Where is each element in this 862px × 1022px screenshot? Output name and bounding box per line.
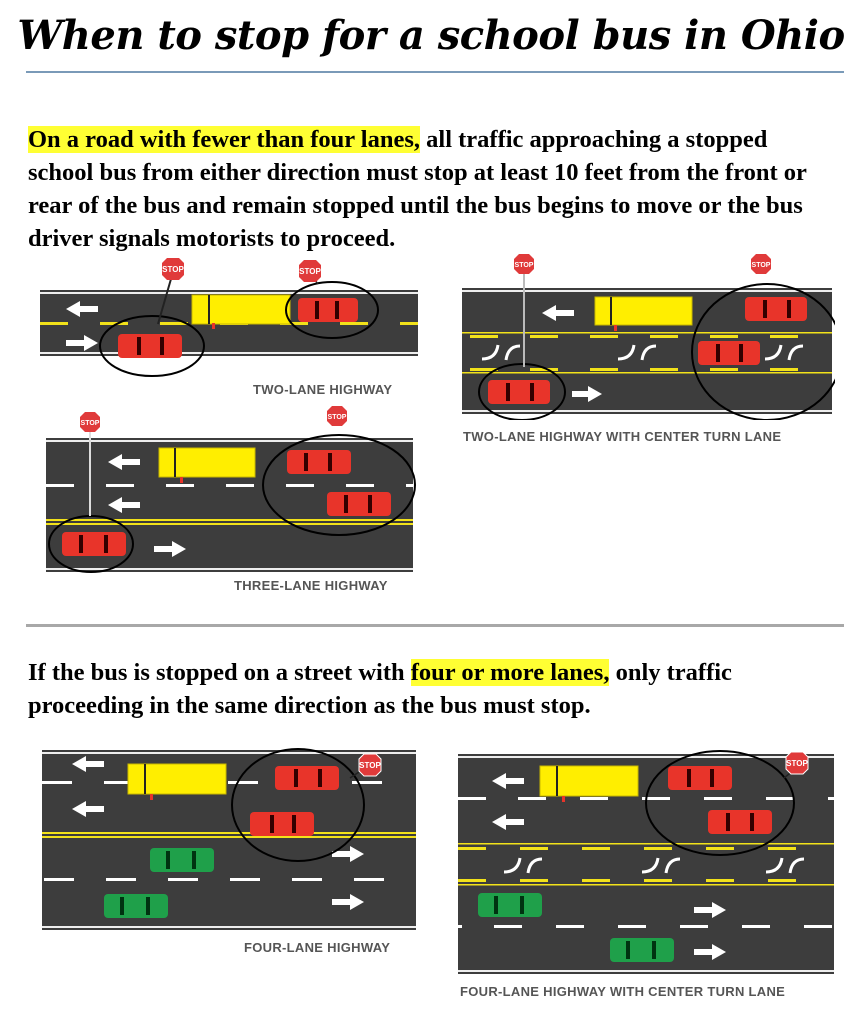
turn-arrows-icon	[617, 344, 657, 361]
moving-car-icon	[150, 848, 214, 872]
stopped-car-icon	[62, 532, 126, 556]
section-divider	[26, 624, 844, 627]
arrow-right-icon	[332, 894, 364, 910]
stopped-car-icon	[287, 450, 351, 474]
stopped-car-icon	[708, 810, 772, 834]
svg-text:STOP: STOP	[786, 759, 808, 768]
arrow-right-icon	[332, 846, 364, 862]
svg-text:STOP: STOP	[359, 761, 381, 770]
stopped-car-icon	[250, 812, 314, 836]
title-divider	[26, 71, 844, 73]
rule-four-or-more-lanes: If the bus is stopped on a street with f…	[28, 659, 732, 719]
page-title: When to stop for a school bus in Ohio	[17, 12, 845, 59]
arrow-left-icon	[542, 305, 574, 321]
arrow-left-icon	[72, 801, 104, 817]
turn-arrows-icon	[764, 344, 804, 361]
diagram-four-lane-highway: STOP	[42, 748, 417, 933]
arrow-left-icon	[66, 301, 98, 317]
caption-two-lane-highway: TWO-LANE HIGHWAY	[253, 382, 393, 397]
arrow-right-icon	[66, 335, 98, 351]
stop-sign-icon: STOP	[785, 751, 809, 775]
diagram-three-lane-highway: STOP STOP	[44, 404, 419, 580]
arrow-right-icon	[572, 386, 602, 402]
svg-text:STOP: STOP	[81, 420, 100, 427]
svg-text:STOP: STOP	[162, 265, 184, 274]
stopped-car-icon	[275, 766, 339, 790]
arrow-right-icon	[694, 902, 726, 918]
stopped-car-icon	[327, 492, 391, 516]
caption-four-lane-center-turn: FOUR-LANE HIGHWAY WITH CENTER TURN LANE	[460, 984, 786, 999]
diagram-four-lane-center-turn: STOP	[458, 748, 836, 976]
stop-sign-icon: STOP	[327, 406, 347, 426]
stop-sign-icon: STOP	[358, 753, 382, 777]
arrow-left-icon	[492, 773, 524, 789]
turn-arrows-icon	[765, 857, 805, 874]
diagram-two-lane-highway: STOP STOP	[40, 258, 420, 403]
stopped-car-icon	[668, 766, 732, 790]
caption-three-lane-highway: THREE-LANE HIGHWAY	[234, 578, 388, 593]
moving-car-icon	[610, 938, 674, 962]
turn-arrows-icon	[503, 857, 543, 874]
stopped-car-icon	[488, 380, 550, 404]
svg-text:STOP: STOP	[515, 262, 534, 269]
svg-text:STOP: STOP	[752, 262, 771, 269]
moving-car-icon	[104, 894, 168, 918]
turn-arrows-icon	[641, 857, 681, 874]
arrow-left-icon	[108, 454, 140, 470]
stopped-car-icon	[298, 298, 358, 322]
arrow-left-icon	[108, 497, 140, 513]
stopped-car-icon	[745, 297, 807, 321]
caption-four-lane-highway: FOUR-LANE HIGHWAY	[244, 940, 391, 955]
svg-text:STOP: STOP	[299, 267, 321, 276]
highlight-fewer-than-four-lanes: On a road with fewer than four lanes,	[28, 126, 421, 153]
school-bus-icon	[191, 294, 291, 329]
school-bus-icon	[594, 296, 693, 331]
stop-sign-icon: STOP	[162, 258, 184, 280]
stop-sign-icon: STOP	[299, 260, 321, 282]
arrow-left-icon	[492, 814, 524, 830]
svg-text:STOP: STOP	[328, 414, 347, 421]
school-bus-icon	[539, 765, 639, 802]
stopped-car-icon	[118, 334, 182, 358]
stopped-car-icon	[698, 341, 760, 365]
arrow-right-icon	[154, 541, 186, 557]
arrow-left-icon	[72, 756, 104, 772]
moving-car-icon	[478, 893, 542, 917]
turn-arrows-icon	[481, 344, 521, 361]
caption-two-lane-center-turn: TWO-LANE HIGHWAY WITH CENTER TURN LANE	[463, 429, 782, 444]
school-bus-icon	[158, 447, 256, 483]
highlight-four-or-more-lanes: four or more lanes,	[410, 659, 610, 686]
stop-sign-icon: STOP	[514, 254, 534, 274]
stop-sign-icon: STOP	[80, 412, 100, 432]
school-bus-icon	[127, 763, 227, 800]
stop-sign-icon: STOP	[751, 254, 771, 274]
arrow-right-icon	[694, 944, 726, 960]
rule-fewer-than-four-lanes: On a road with fewer than four lanes, al…	[28, 126, 807, 252]
diagram-two-lane-center-turn: STOP STOP	[460, 252, 843, 421]
